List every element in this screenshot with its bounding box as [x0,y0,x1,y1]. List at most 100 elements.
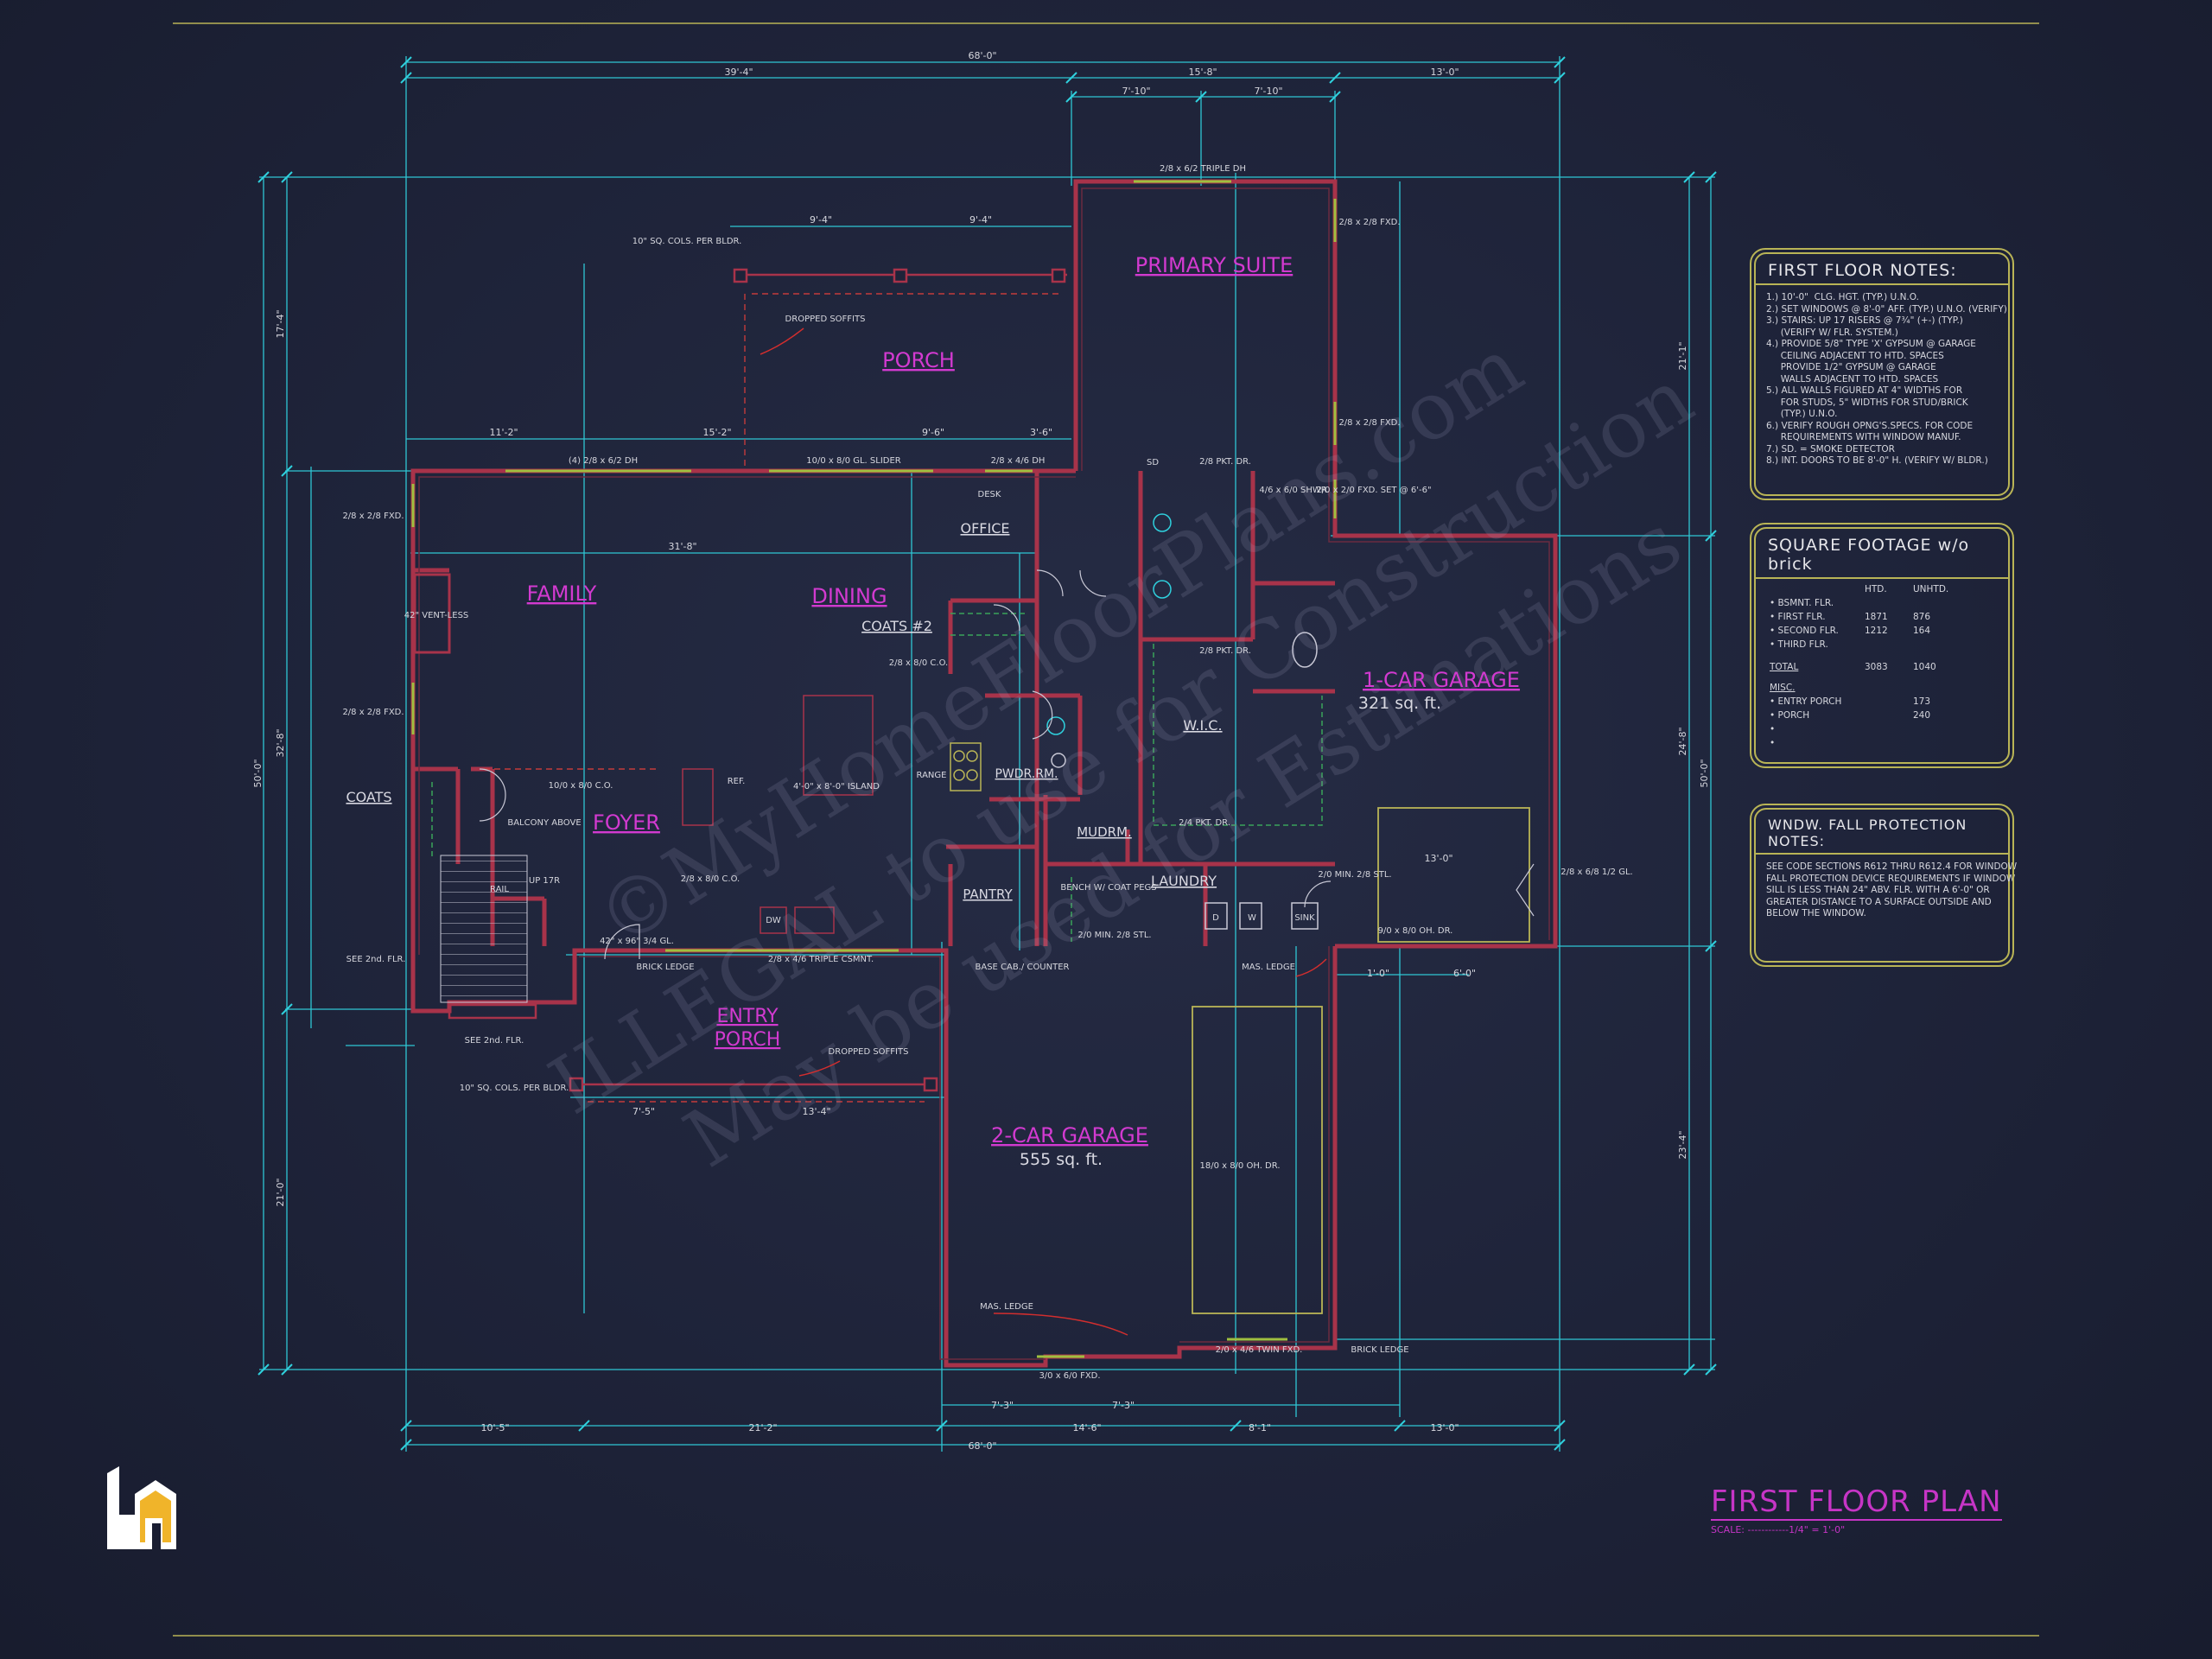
label-door-min-2: 2/0 MIN. 2/8 STL. [1318,870,1391,880]
label-window-dh-2: 2/8 x 4/6 DH [991,456,1046,466]
fall-note-4: BELOW THE WINDOW. [1766,908,1866,918]
sqft-htd: 1871 [1865,612,1888,622]
room-foyer: FOYER [593,810,660,835]
first-floor-notes-title: FIRST FLOOR NOTES: [1756,254,2008,285]
sqft-row: • BSMNT. FLR. [1756,596,2008,610]
dim-top-d: 7'-10" [1122,86,1150,97]
sqft-row: • THIRD FLR. [1756,638,2008,652]
label-dishwasher: DW [766,916,781,925]
sqft-misc-label: • PORCH [1770,710,1810,721]
sqft-unhtd: 164 [1913,626,1931,636]
dim-entry-a: 7'-5" [632,1106,655,1117]
dim-left-a: 17'-4" [275,309,286,338]
label-cased-opening-3: 2/8 x 8/0 C.O. [681,874,740,884]
label-fxd-set: 2/0 x 2/0 FXD. SET @ 6'-6" [1316,486,1431,495]
first-floor-note-3: (VERIFY W/ FLR. SYSTEM.) [1766,327,1898,338]
fall-note-3: GREATER DISTANCE TO A SURFACE OUTSIDE AN… [1766,896,1992,907]
label-pocket-door: 2/8 PKT. DR. [1199,457,1251,467]
room-laundry: LAUNDRY [1151,873,1217,889]
sqft-htd: 1212 [1865,626,1888,636]
label-shower: 4/6 x 6/0 SHWR. [1259,486,1329,495]
drawing-title: FIRST FLOOR PLAN [1711,1484,2002,1521]
dim-front-c: 9'-6" [922,427,944,438]
room-coats: COATS [346,789,391,805]
label-dropped-soffits: DROPPED SOFFITS [785,315,866,324]
sqft-header: HTD.UNHTD. [1756,579,2008,596]
sqft-total-row: TOTAL 3083 1040 [1756,660,2008,674]
dim-family-width: 31'-8" [668,541,696,552]
sqft-misc-spacer [1865,722,1913,736]
room-primary-suite: PRIMARY SUITE [1135,253,1293,277]
sqft-htd [1865,596,1913,610]
label-window-fxd-3: 2/8 x 2/8 FXD. [342,512,404,521]
sqft-misc-label: • [1770,724,1776,734]
dim-top-e: 7'-10" [1254,86,1282,97]
room-2-car-garage: 2-CAR GARAGE [991,1123,1148,1147]
dim-right-total: 50'-0" [1699,759,1710,787]
dim-garage1-a: 1'-0" [1367,968,1389,979]
dim-overall-bottom: 68'-0" [968,1440,996,1452]
garage-2-sqft: 555 sq. ft. [1020,1150,1103,1169]
room-wic: W.I.C. [1183,717,1222,734]
sqft-misc-val [1913,736,1961,750]
fall-note-0: SEE CODE SECTIONS R612 THRU R612.4 FOR W… [1766,861,2018,872]
sqft-misc-label: • [1770,738,1776,748]
label-bench-coat-pegs: BENCH W/ COAT PEGS [1060,883,1156,893]
sqft-misc-row: • [1756,722,2008,736]
room-sublabels: 321 sq. ft. 555 sq. ft. OFFICE COATS #2 … [346,520,1441,1169]
dim-bot-c: 14'-6" [1072,1422,1101,1433]
drawing-scale: SCALE: ------------1/4" = 1'-0" [1711,1524,1846,1535]
label-window-fxd-2: 2/8 x 2/8 FXD. [1338,418,1400,428]
sqft-misc-spacer [1865,709,1913,722]
dim-front-b: 15'-2" [702,427,731,438]
dim-front-d: 3'-6" [1030,427,1052,438]
label-cased-opening: 2/8 x 8/0 C.O. [889,658,948,668]
dim-left-total: 50'-0" [252,759,264,787]
dim-bot-e: 13'-0" [1430,1422,1459,1433]
room-dining: DINING [811,584,887,608]
room-entry-porch-2: PORCH [715,1029,781,1051]
first-floor-notes-list: 1.) 10'-0" CLG. HGT. (TYP.) U.N.O.2.) SE… [1756,285,2008,467]
room-pantry: PANTRY [963,887,1013,902]
dim-bot-b: 21'-2" [748,1422,777,1433]
dim-top-c: 13'-0" [1430,67,1459,78]
label-pocket-door-3: 2/4 PKT. DR. [1179,818,1230,828]
label-twin-fixed: 2/0 x 4/6 TWIN FXD. [1216,1345,1303,1355]
label-window-fxd-4: 2/8 x 2/8 FXD. [342,708,404,717]
label-overhead-door-1: 9/0 x 8/0 OH. DR. [1378,926,1453,936]
title-block: FIRST FLOOR PLAN SCALE: ------------1/4"… [1711,1484,2002,1535]
sqft-unhtd [1913,596,1961,610]
sqft-htd [1865,638,1913,652]
sqft-col-htd: HTD. [1865,584,1887,594]
dim-porch-w1: 9'-4" [810,214,832,226]
sqft-total-unhtd: 1040 [1913,662,1936,672]
label-columns-bottom: 10" SQ. COLS. PER BLDR. [460,1084,569,1093]
room-family: FAMILY [527,582,597,606]
label-smoke-detector: SD [1147,458,1159,467]
dimension-ticks [257,56,1717,1451]
label-see-2nd-floor-2: SEE 2nd. FLR. [465,1036,524,1046]
sqft-label: • SECOND FLR. [1770,626,1839,636]
label-side-door: 2/8 x 6/8 1/2 GL. [1560,868,1632,877]
dim-overall-top: 68'-0" [968,50,996,61]
square-footage-panel: SQUARE FOOTAGE w/o brick HTD.UNHTD. • BS… [1750,523,2014,768]
garage-1-sqft: 321 sq. ft. [1358,694,1441,713]
room-pwdr: PWDR.RM. [995,767,1058,781]
label-rail: RAIL [490,885,509,894]
stairs [440,855,528,1003]
ref-label: REF. [728,777,746,786]
leader-arrows [760,327,1327,1336]
sqft-unhtd [1913,638,1961,652]
label-stairs-up: UP 17R [529,876,560,886]
sqft-label: • BSMNT. FLR. [1770,598,1834,608]
dim-garage2-a: 13'-0" [1424,853,1452,864]
first-floor-notes-panel: FIRST FLOOR NOTES: 1.) 10'-0" CLG. HGT. … [1750,248,2014,500]
sqft-misc-header: MISC. [1756,681,2008,695]
sqft-total-label: TOTAL [1770,662,1799,672]
first-floor-note-7: WALLS ADJACENT TO HTD. SPACES [1766,373,1939,385]
